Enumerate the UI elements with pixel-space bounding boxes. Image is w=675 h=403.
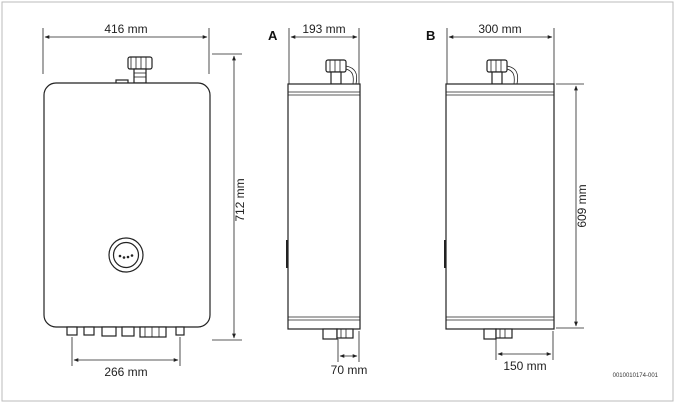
front-control-dial <box>108 237 144 273</box>
side-view-a: A 193 mm 70 mm <box>268 22 367 377</box>
figure-code: 0010010174-001 <box>613 373 659 379</box>
a-bottom-connection <box>322 328 354 340</box>
front-bottom-connections <box>66 326 185 338</box>
b-top-valve <box>486 59 519 85</box>
a-depth-label: 193 mm <box>302 22 345 36</box>
front-height-label: 712 mm <box>233 178 247 221</box>
a-offset-label: 70 mm <box>331 363 368 377</box>
b-offset-label: 150 mm <box>503 359 546 373</box>
front-top-valve <box>115 56 153 85</box>
b-height-label: 609 mm <box>575 184 589 227</box>
front-boiler-body <box>43 82 211 328</box>
side-view-b: B 300 mm 609 mm <box>426 22 589 373</box>
view-b-label: B <box>426 28 435 43</box>
a-boiler-body <box>287 83 361 330</box>
front-width-label: 416 mm <box>104 22 147 36</box>
b-bottom-connection <box>483 328 513 340</box>
front-view: 416 mm <box>42 22 247 379</box>
b-depth-label: 300 mm <box>478 22 521 36</box>
b-boiler-body <box>445 83 555 330</box>
view-a-label: A <box>268 28 278 43</box>
a-top-valve <box>325 59 358 85</box>
front-spacing-label: 266 mm <box>104 365 147 379</box>
